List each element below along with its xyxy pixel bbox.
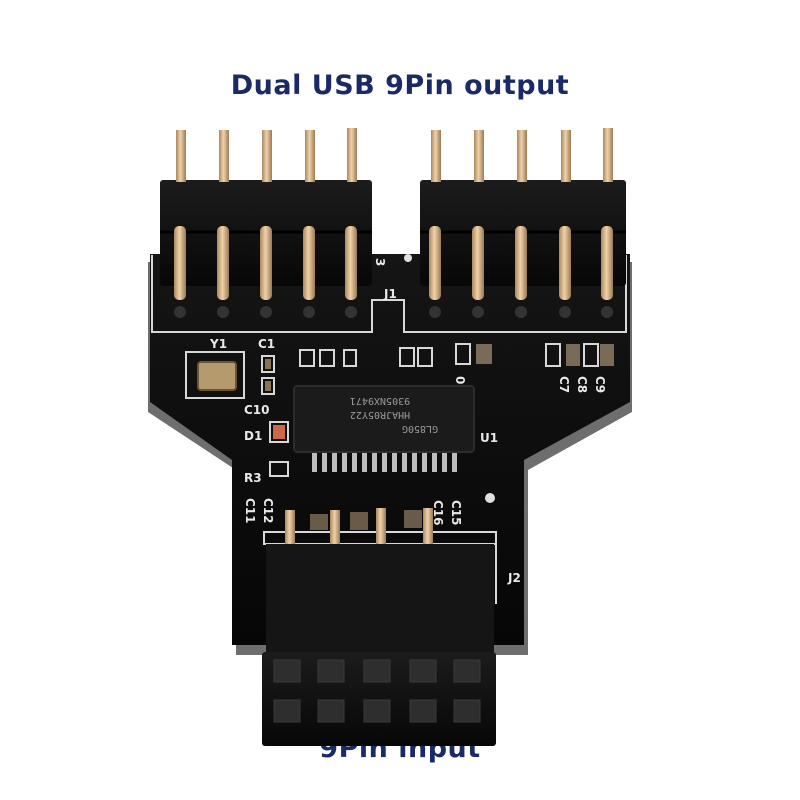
label-j1: J1 [383,287,397,301]
label-u1: U1 [480,431,498,445]
label-c10: C10 [244,403,270,417]
label-r3: R3 [244,471,262,485]
label-c11: C11 [243,498,257,524]
label-j2: J2 [507,571,521,585]
label-c16: C16 [431,500,445,526]
right-output-header [420,128,626,318]
label-y1: Y1 [209,337,227,351]
label-c12: C12 [261,498,275,524]
label-three: 3 [373,258,387,266]
j1-silk-outline [151,255,627,333]
chip-marking-1: GL850G [402,423,438,434]
chip-marking-2: HHAJR05Y22 [350,409,410,420]
passive-components [261,254,614,530]
right-header-pins [429,128,613,300]
crystal-y1 [197,361,237,391]
label-c15: C15 [449,500,463,526]
label-zero: 0 [453,376,467,384]
j2-sockets [273,659,481,723]
label-c1: C1 [258,337,275,351]
crystal-y1-outline [185,351,245,399]
left-output-header [160,128,372,318]
label-d1: D1 [244,429,262,443]
chip-body [293,385,475,453]
label-c9: C9 [593,376,607,393]
label-c7: C7 [557,376,571,393]
j2-housing-top [266,544,494,656]
label-c8: C8 [575,376,589,393]
input-header-j2 [262,508,497,746]
top-caption: Dual USB 9Pin output [230,70,570,101]
usb-hub-chip-u1: GL850G HHAJR05Y22 9305NX9471 [293,385,475,472]
left-header-pins [174,128,357,300]
chip-marking-3: 9305NX9471 [350,395,410,406]
